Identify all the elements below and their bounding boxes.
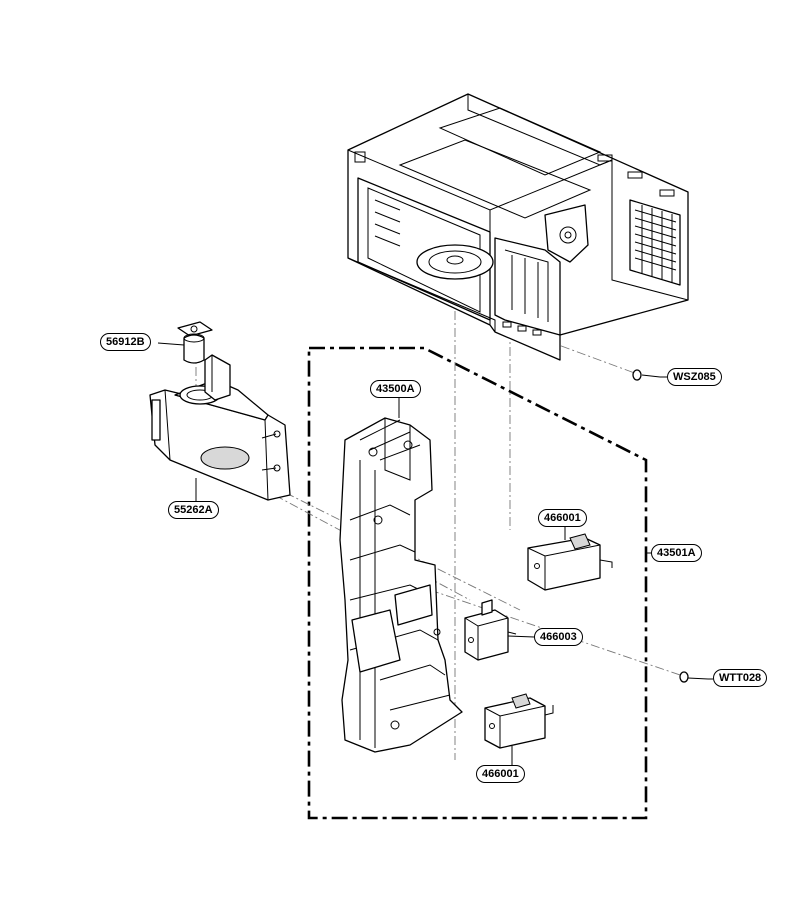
part-466001-top-drawing xyxy=(527,533,613,591)
label-WSZ085: WSZ085 xyxy=(667,368,722,386)
label-56912B: 56912B xyxy=(100,333,151,351)
screw-WSZ085-drawing xyxy=(632,369,661,381)
microwave-chassis xyxy=(347,93,689,361)
screw-WTT028-drawing xyxy=(679,671,709,683)
label-43500A: 43500A xyxy=(370,380,421,398)
part-466003-drawing xyxy=(464,599,517,661)
part-56912B-drawing xyxy=(177,321,213,364)
assembly-43501A-boundary xyxy=(307,346,648,820)
part-55262A-drawing xyxy=(149,354,291,501)
label-466003: 466003 xyxy=(534,628,583,646)
label-466001-bottom: 466001 xyxy=(476,765,525,783)
label-43501A: 43501A xyxy=(651,544,702,562)
label-WTT028: WTT028 xyxy=(713,669,768,687)
label-55262A: 55262A xyxy=(168,501,219,519)
label-466001-top: 466001 xyxy=(538,509,587,527)
part-43500A-drawing xyxy=(339,417,463,753)
part-466001-bottom-drawing xyxy=(484,693,554,749)
